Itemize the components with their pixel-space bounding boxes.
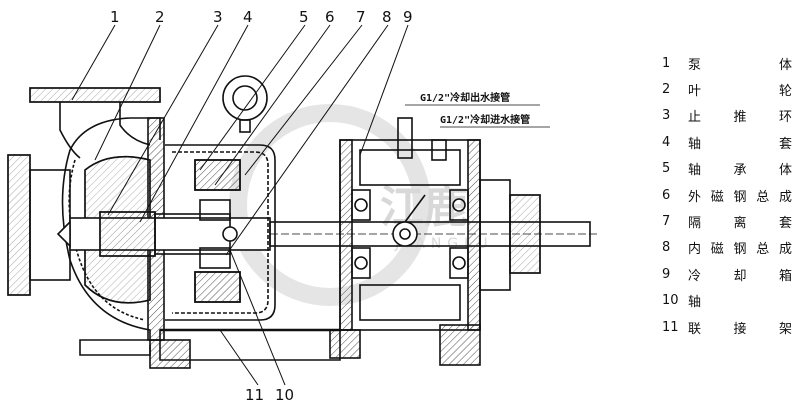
legend-number: 4 [662, 134, 671, 150]
outer-magnet-top-outline [194, 159, 241, 191]
bearing-right-bottom [449, 247, 469, 279]
isolation-sleeve [165, 144, 276, 321]
lifting-eye-outer [222, 75, 268, 121]
legend-row: 7 隔离套 [662, 208, 792, 234]
pump-body-inner [68, 159, 146, 321]
parts-legend: 1 泵体 2 叶轮 3 止推环 4 轴套 5 轴承体 6 外磁钢总成 7 隔离套 8 内磁钢总成… [662, 50, 792, 340]
legend-row: 4 轴套 [662, 129, 792, 155]
callout-1: 1 [110, 8, 120, 26]
legend-number: 8 [662, 240, 671, 256]
watermark: 江鹿 JIANGLU [229, 104, 488, 306]
cooling-box-top [359, 149, 461, 186]
legend-row: 5 轴承体 [662, 156, 792, 182]
inner-magnet-top [199, 199, 231, 221]
outer-magnet-bottom-outline [194, 271, 241, 303]
legend-number: 5 [662, 161, 671, 177]
legend-number: 2 [662, 82, 671, 98]
foot-middle [329, 329, 361, 359]
pipe-labels: G1/2"冷却出水接管 G1/2"冷却进水接管 [405, 91, 550, 128]
legend-number: 3 [662, 108, 671, 124]
legend-part-name: 泵体 [688, 57, 792, 73]
bearing-body-wall-left [339, 139, 353, 331]
callout-8: 8 [382, 8, 392, 26]
legend-number: 10 [662, 293, 679, 309]
outer-magnet-bottom [194, 271, 241, 303]
impeller-outline [84, 155, 151, 304]
legend-part-name: 隔离套 [688, 216, 792, 232]
legend-number: 7 [662, 214, 671, 230]
legend-part-name: 轴 [688, 295, 702, 311]
legend-part-name: 冷却箱 [688, 268, 792, 284]
legend-row: 8 内磁钢总成 [662, 235, 792, 261]
legend-row: 11 联接架 [662, 314, 792, 340]
callout-3: 3 [213, 8, 223, 26]
cooling-box-bottom [359, 284, 461, 321]
callout-10: 10 [275, 386, 294, 404]
legend-part-name: 轴套 [688, 136, 792, 152]
legend-row: 10 轴 [662, 288, 792, 314]
callout-9: 9 [403, 8, 413, 26]
cooling-inlet-label: G1/2"冷却进水接管 [440, 113, 530, 126]
coupling-hub [392, 221, 418, 247]
legend-number: 11 [662, 319, 679, 335]
lifting-eye-stem [239, 119, 251, 133]
bearing-right-top [449, 189, 469, 221]
shaft-nose [56, 220, 71, 248]
shaft-sleeve [99, 211, 156, 257]
foot-left [149, 339, 191, 369]
legend-row: 3 止推环 [662, 103, 792, 129]
legend-row: 6 外磁钢总成 [662, 182, 792, 208]
legend-part-name: 内磁钢总成 [688, 242, 792, 258]
callout-7: 7 [356, 8, 366, 26]
legend-row: 1 泵体 [662, 50, 792, 76]
pump-drawing: 江鹿 JIANGLU [7, 8, 600, 404]
coupling-flange [479, 179, 511, 291]
bearing-left-top [351, 189, 371, 221]
callout-11: 11 [245, 386, 264, 404]
outer-magnet-top [194, 159, 241, 191]
isolation-sleeve-inner [172, 151, 269, 314]
legend-number: 1 [662, 55, 671, 71]
bearing-body-wall-right [467, 139, 481, 331]
legend-part-name: 联接架 [688, 321, 792, 337]
cooling-outlet-label: G1/2"冷却出水接管 [420, 91, 510, 104]
inner-magnet-bottom [199, 247, 231, 269]
coupling-slot [404, 194, 426, 223]
legend-row: 2 叶轮 [662, 76, 792, 102]
watermark-ring [229, 104, 431, 306]
cooling-inlet-pipe [431, 139, 447, 161]
legend-part-name: 轴承体 [688, 163, 792, 179]
callout-5: 5 [299, 8, 309, 26]
callout-6: 6 [325, 8, 335, 26]
discharge-neck [59, 102, 151, 159]
legend-part-name: 止推环 [688, 110, 792, 126]
callout-4: 4 [243, 8, 253, 26]
foot-right [439, 324, 481, 366]
callout-2: 2 [155, 8, 165, 26]
leader-lines [71, 24, 409, 386]
legend-part-name: 叶轮 [688, 84, 792, 100]
legend-row: 9 冷却箱 [662, 261, 792, 287]
legend-number: 6 [662, 187, 671, 203]
lifting-eye-inner [232, 85, 258, 111]
coupling-hole [399, 228, 411, 240]
legend-number: 9 [662, 266, 671, 282]
bearing-left-bottom [351, 247, 371, 279]
legend-part-name: 外磁钢总成 [688, 189, 792, 205]
cooling-outlet-pipe [397, 117, 413, 159]
callouts: 1 2 3 4 5 6 7 8 9 10 11 [110, 8, 413, 404]
shaft-end-nut [222, 226, 238, 242]
